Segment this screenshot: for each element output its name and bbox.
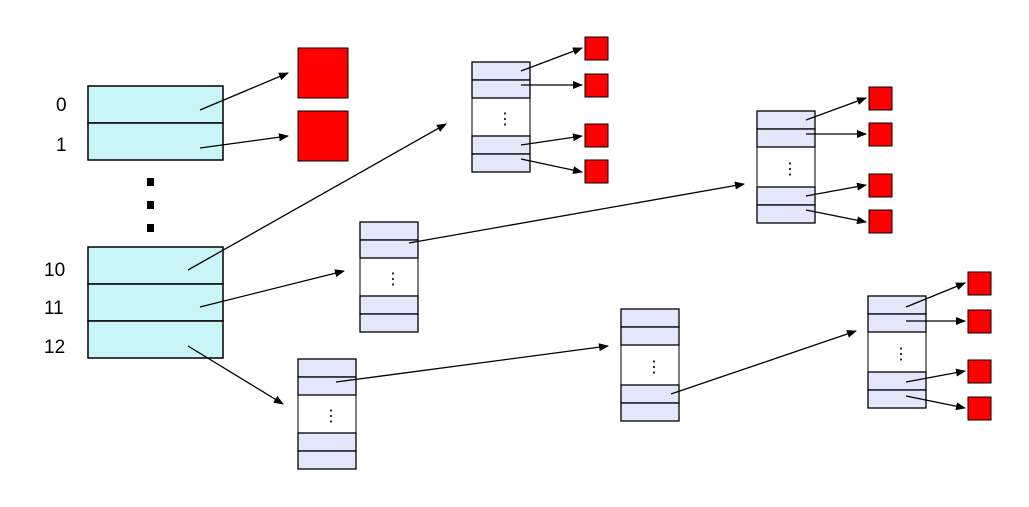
index-block-f: ⋮ xyxy=(867,295,927,409)
main-table-row-10 xyxy=(87,246,224,285)
ellipsis: ⋮ xyxy=(893,346,909,363)
main-table-row-1 xyxy=(87,122,224,161)
row-label-1: 1 xyxy=(56,135,67,156)
index-block-c: ⋮ xyxy=(756,110,816,224)
row-label-10: 10 xyxy=(44,260,65,281)
row-label-11: 11 xyxy=(44,298,64,319)
ellipsis: ⋮ xyxy=(385,271,401,288)
main-table-top: 0 1 xyxy=(56,85,224,161)
data-block xyxy=(967,359,992,384)
data-block xyxy=(868,122,893,147)
index-block-e: ⋮ xyxy=(620,308,680,422)
row-label-12: 12 xyxy=(44,337,65,358)
data-block xyxy=(967,309,992,334)
data-block xyxy=(584,36,609,61)
index-block-d: ⋮ xyxy=(297,358,357,470)
ellipsis: ⋮ xyxy=(782,161,798,178)
index-block-a: ⋮ xyxy=(471,61,531,173)
data-block xyxy=(297,110,349,162)
main-table-row-11 xyxy=(87,283,224,322)
main-table-row-0 xyxy=(87,85,224,124)
ellipsis: ⋮ xyxy=(646,359,662,376)
pointer-arrows xyxy=(187,47,966,411)
data-block xyxy=(868,209,893,234)
ellipsis: ⋮ xyxy=(497,111,513,128)
data-block xyxy=(584,123,609,148)
data-block xyxy=(868,86,893,111)
index-block-b: ⋮ xyxy=(359,221,419,333)
data-block xyxy=(868,173,893,198)
main-table-ellipsis xyxy=(147,178,154,232)
data-block xyxy=(584,73,609,98)
data-block xyxy=(967,271,992,296)
ellipsis: ⋮ xyxy=(323,408,339,425)
data-block xyxy=(297,47,349,99)
data-block xyxy=(584,159,609,184)
row-label-0: 0 xyxy=(56,95,67,116)
main-table-row-12 xyxy=(87,320,224,359)
data-block xyxy=(967,396,992,421)
main-table-bottom: 10 11 12 xyxy=(44,246,224,359)
